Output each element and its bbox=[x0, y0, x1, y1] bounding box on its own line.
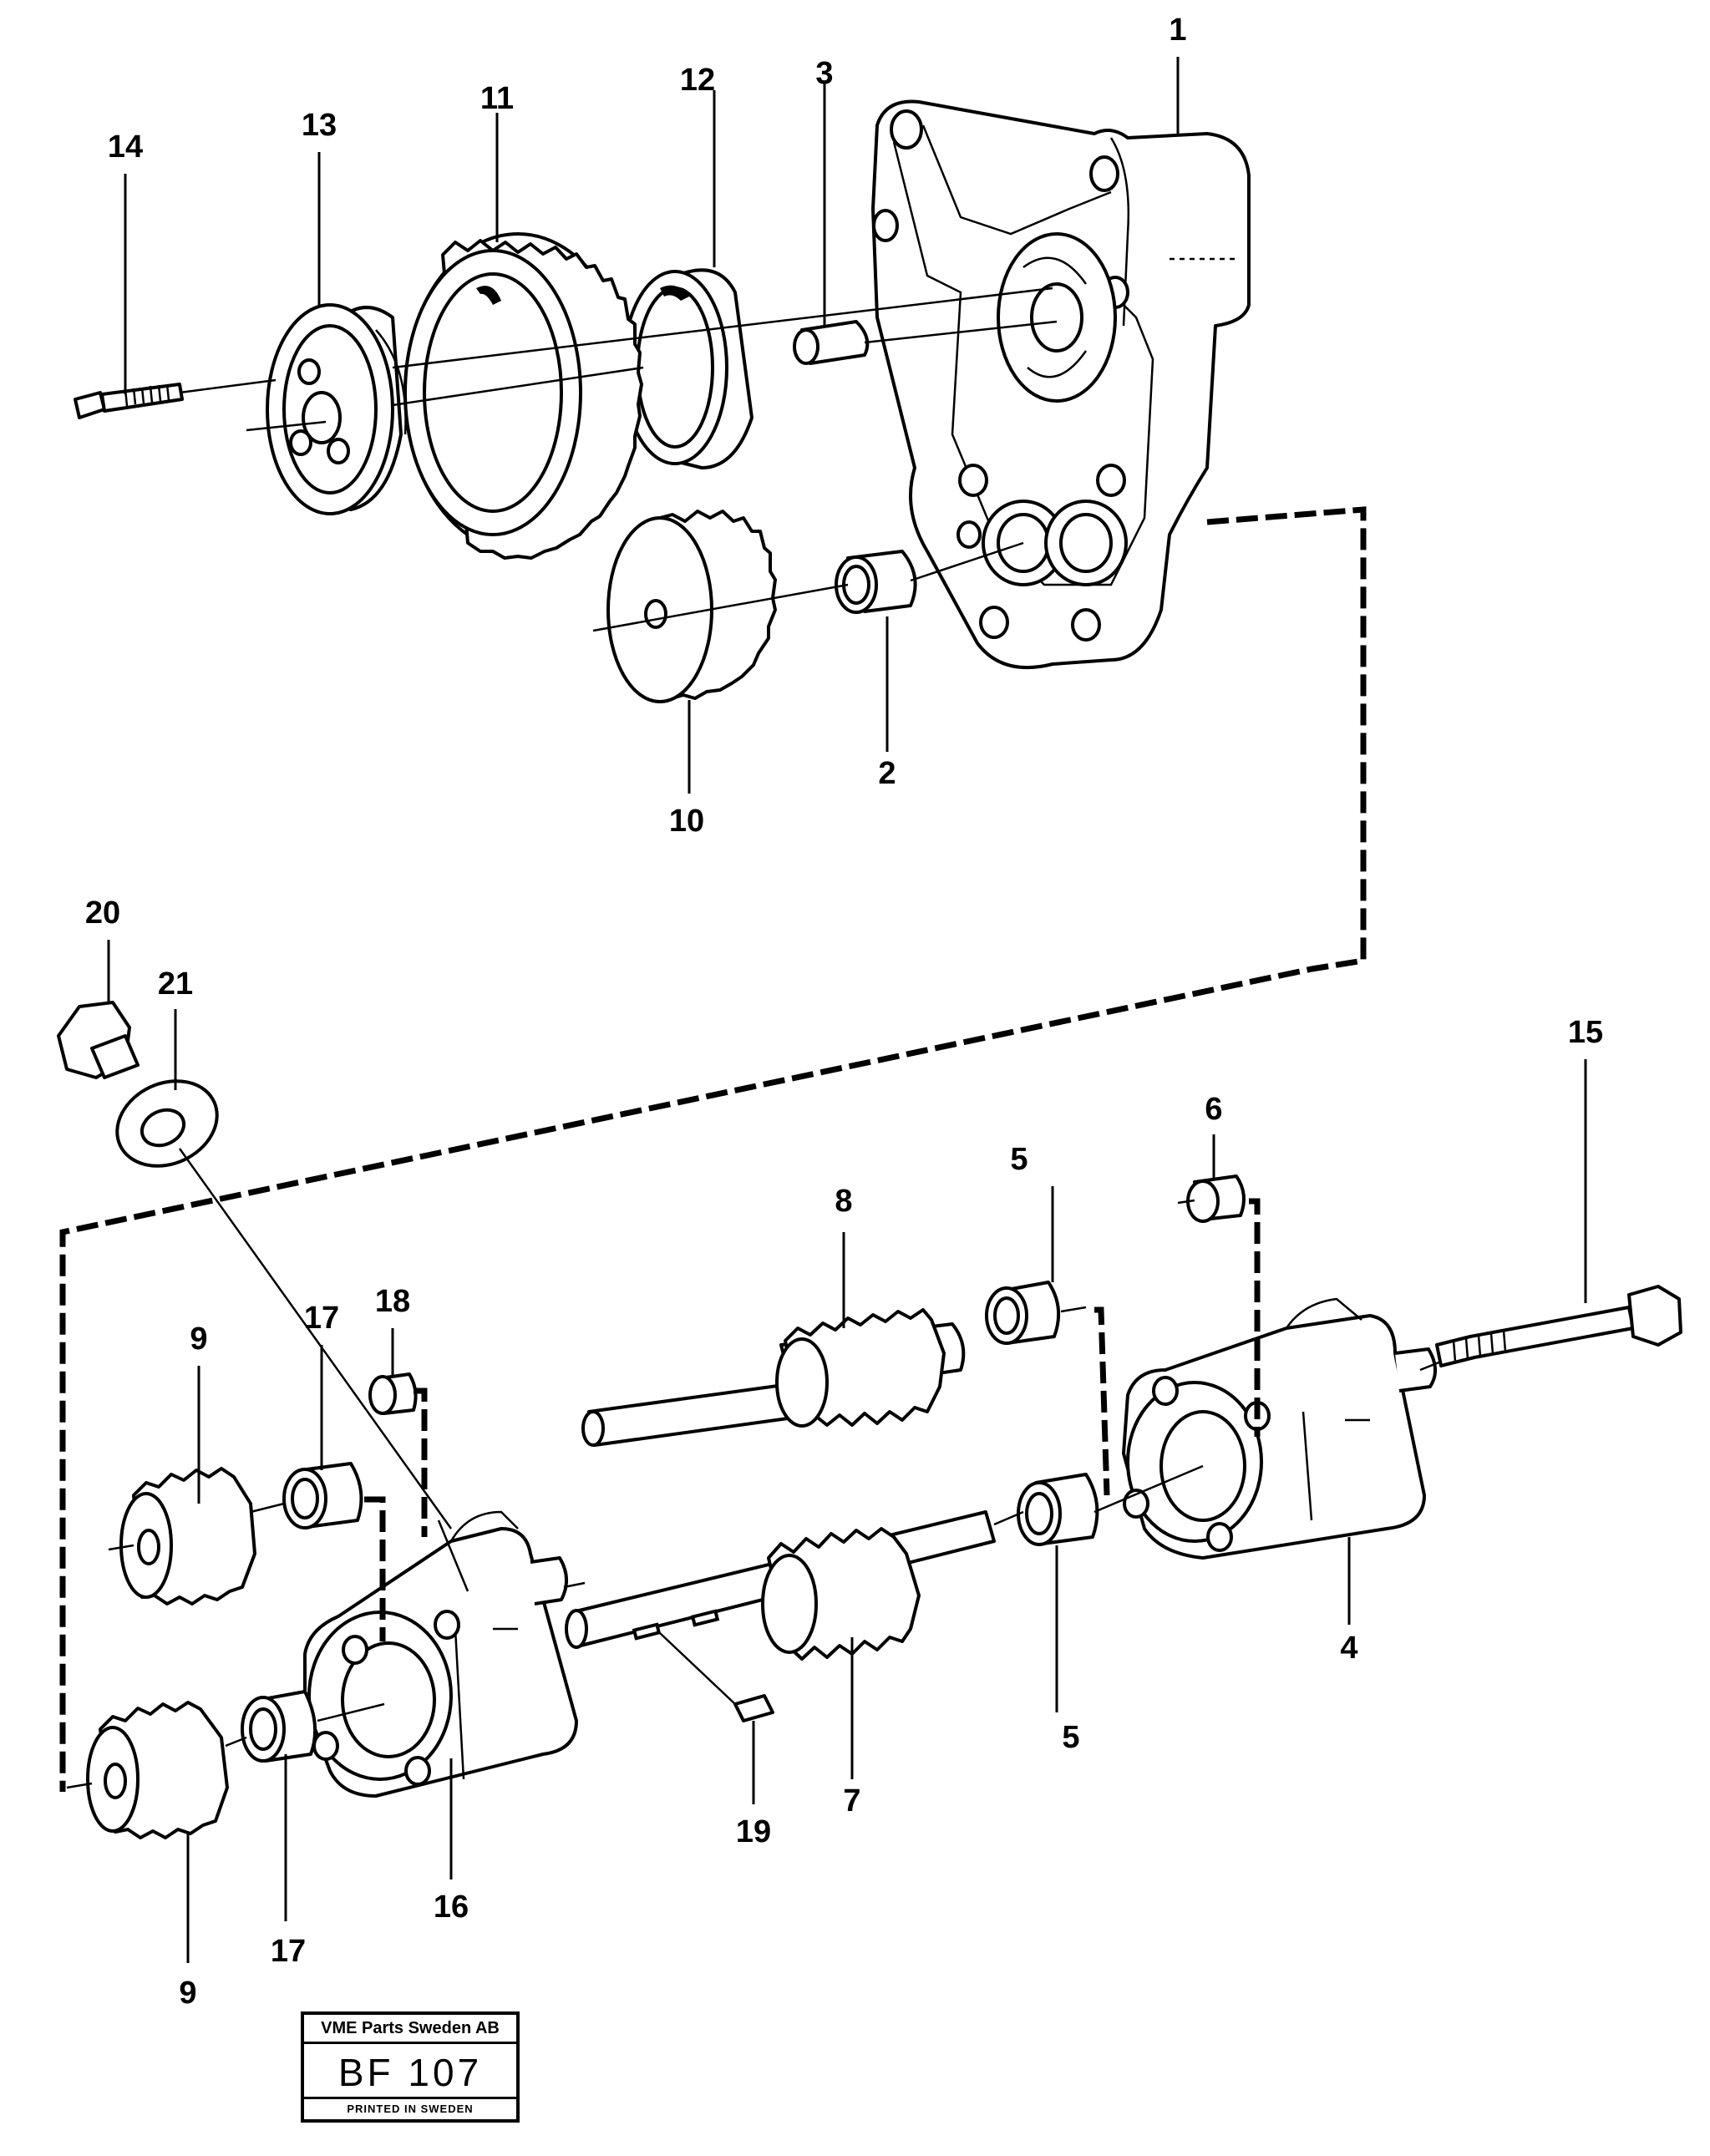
part-17-bushing-upper bbox=[282, 1462, 363, 1529]
part-6-sleeve bbox=[1186, 1174, 1246, 1223]
part-20-plug bbox=[57, 1001, 140, 1079]
callout-1: 1 bbox=[1169, 13, 1186, 48]
callout-17-upper: 17 bbox=[304, 1301, 339, 1336]
part-13-hub bbox=[266, 303, 407, 515]
assembly-dashed-lines bbox=[59, 506, 1367, 1792]
callout-8: 8 bbox=[835, 1184, 852, 1219]
callout-labels: 1 3 2 4 5 5 6 7 8 9 9 10 11 12 13 14 15 … bbox=[85, 13, 1603, 2011]
stamp-footer: PRINTED IN SWEDEN bbox=[304, 2097, 516, 2119]
part-17-bushing-lower bbox=[241, 1690, 317, 1763]
part-5-bushing-upper bbox=[985, 1281, 1061, 1345]
part-12-bearing-ring bbox=[622, 268, 754, 469]
part-2-bushing bbox=[835, 550, 917, 614]
part-19-key bbox=[733, 1694, 774, 1722]
callout-4: 4 bbox=[1340, 1631, 1357, 1666]
part-15-long-bolt bbox=[1435, 1285, 1682, 1367]
callout-20: 20 bbox=[85, 895, 120, 931]
stamp-company: VME Parts Sweden AB bbox=[304, 2015, 516, 2044]
part-3-sleeve bbox=[793, 320, 870, 365]
stamp-drawing-code: BF 107 bbox=[337, 2051, 483, 2094]
callout-13: 13 bbox=[302, 108, 337, 143]
washer-guide-line bbox=[178, 1148, 453, 1529]
callout-17-lower: 17 bbox=[271, 1934, 306, 1969]
callout-9-lower: 9 bbox=[179, 1976, 196, 2011]
callout-12: 12 bbox=[680, 63, 715, 98]
part-14-bolt bbox=[74, 383, 184, 419]
callout-14: 14 bbox=[108, 129, 143, 165]
part-10-small-gear bbox=[606, 510, 777, 703]
callout-7: 7 bbox=[843, 1783, 860, 1819]
part-16-pump-body bbox=[303, 1510, 578, 1798]
lower-centre-lines bbox=[66, 1199, 1442, 1789]
part-4-pump-body bbox=[1122, 1297, 1437, 1560]
callout-11: 11 bbox=[480, 81, 514, 116]
part-21-washer bbox=[115, 1079, 219, 1168]
upper-centre-lines bbox=[179, 287, 1058, 632]
callout-19: 19 bbox=[736, 1814, 771, 1849]
part-18-sleeve bbox=[368, 1372, 418, 1415]
callout-10: 10 bbox=[669, 804, 704, 839]
callout-15: 15 bbox=[1568, 1015, 1603, 1050]
part-9-gear-upper bbox=[119, 1467, 256, 1606]
leader-lines bbox=[107, 57, 1587, 1963]
callout-16: 16 bbox=[434, 1890, 469, 1925]
callout-5-lower: 5 bbox=[1062, 1720, 1079, 1755]
part-5-bushing-lower bbox=[1017, 1473, 1099, 1546]
part-1-pump-housing bbox=[871, 99, 1251, 670]
callout-3: 3 bbox=[815, 56, 833, 91]
part-7-gear-shaft bbox=[565, 1510, 996, 1661]
callout-5-upper: 5 bbox=[1010, 1142, 1028, 1177]
callout-21: 21 bbox=[158, 966, 193, 1002]
callout-9-upper: 9 bbox=[190, 1322, 207, 1357]
part-9-gear-lower bbox=[86, 1701, 229, 1839]
part-8-gear-shaft bbox=[581, 1308, 966, 1447]
callout-2: 2 bbox=[878, 756, 896, 791]
callout-6: 6 bbox=[1205, 1092, 1222, 1127]
part-11-large-gear bbox=[403, 232, 643, 560]
callout-18: 18 bbox=[375, 1284, 410, 1319]
title-stamp: VME Parts Sweden AB BF 107 PRINTED IN SW… bbox=[301, 2011, 520, 2123]
